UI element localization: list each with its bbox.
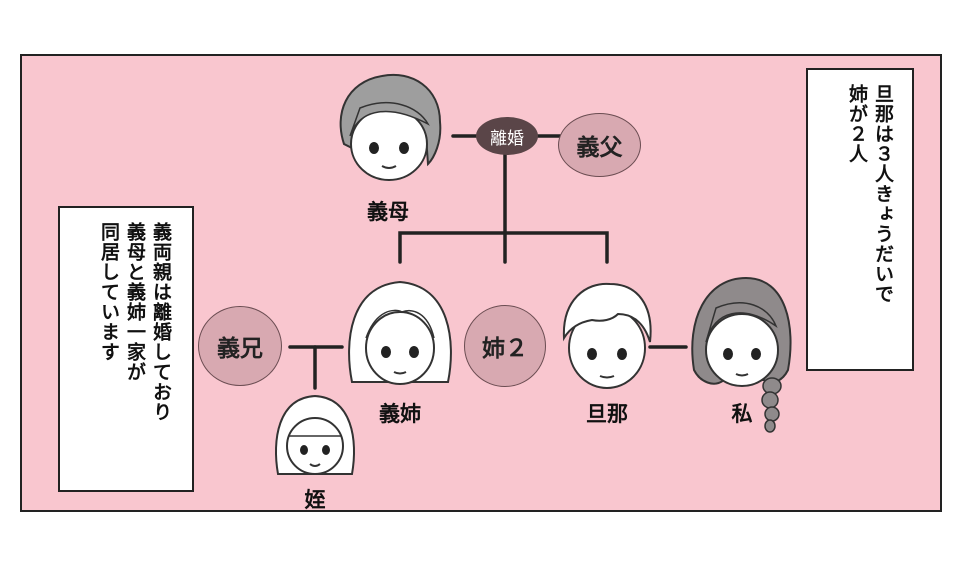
niece-face [275, 394, 355, 475]
me-label: 私 [731, 402, 753, 426]
note-right-line1: 旦那は３人きょうだいで [872, 84, 894, 304]
note-box-right: 旦那は３人きょうだいで 姉が２人 [806, 68, 914, 371]
note-left-line2: 義母と義姉一家が [124, 222, 146, 382]
sister2-circle: 姉２ [464, 305, 546, 387]
note-right-text: 旦那は３人きょうだいで 姉が２人 [844, 84, 896, 362]
sister-in-law-label: 義姉 [379, 402, 421, 426]
note-left-line1: 義両親は離婚しており [150, 222, 172, 422]
husband-face [562, 282, 652, 389]
sister-in-law-face [348, 280, 452, 385]
note-left-line3: 同居しています [98, 222, 120, 362]
niece-label: 姪 [304, 488, 326, 512]
divorce-badge: 離婚 [476, 117, 538, 155]
mother-in-law-label: 義母 [367, 200, 409, 224]
mother-in-law-face [339, 73, 442, 181]
note-box-left: 義両親は離婚しており 義母と義姉一家が 同居しています [58, 206, 194, 492]
children-bar [398, 231, 609, 264]
brother-in-law-circle: 義兄 [198, 306, 282, 386]
note-right-line2: 姉が２人 [846, 84, 868, 164]
me-face [691, 276, 792, 433]
husband-label: 旦那 [586, 402, 628, 426]
father-in-law-circle: 義父 [558, 113, 641, 177]
note-left-text: 義両親は離婚しており 義母と義姉一家が 同居しています [96, 222, 174, 484]
